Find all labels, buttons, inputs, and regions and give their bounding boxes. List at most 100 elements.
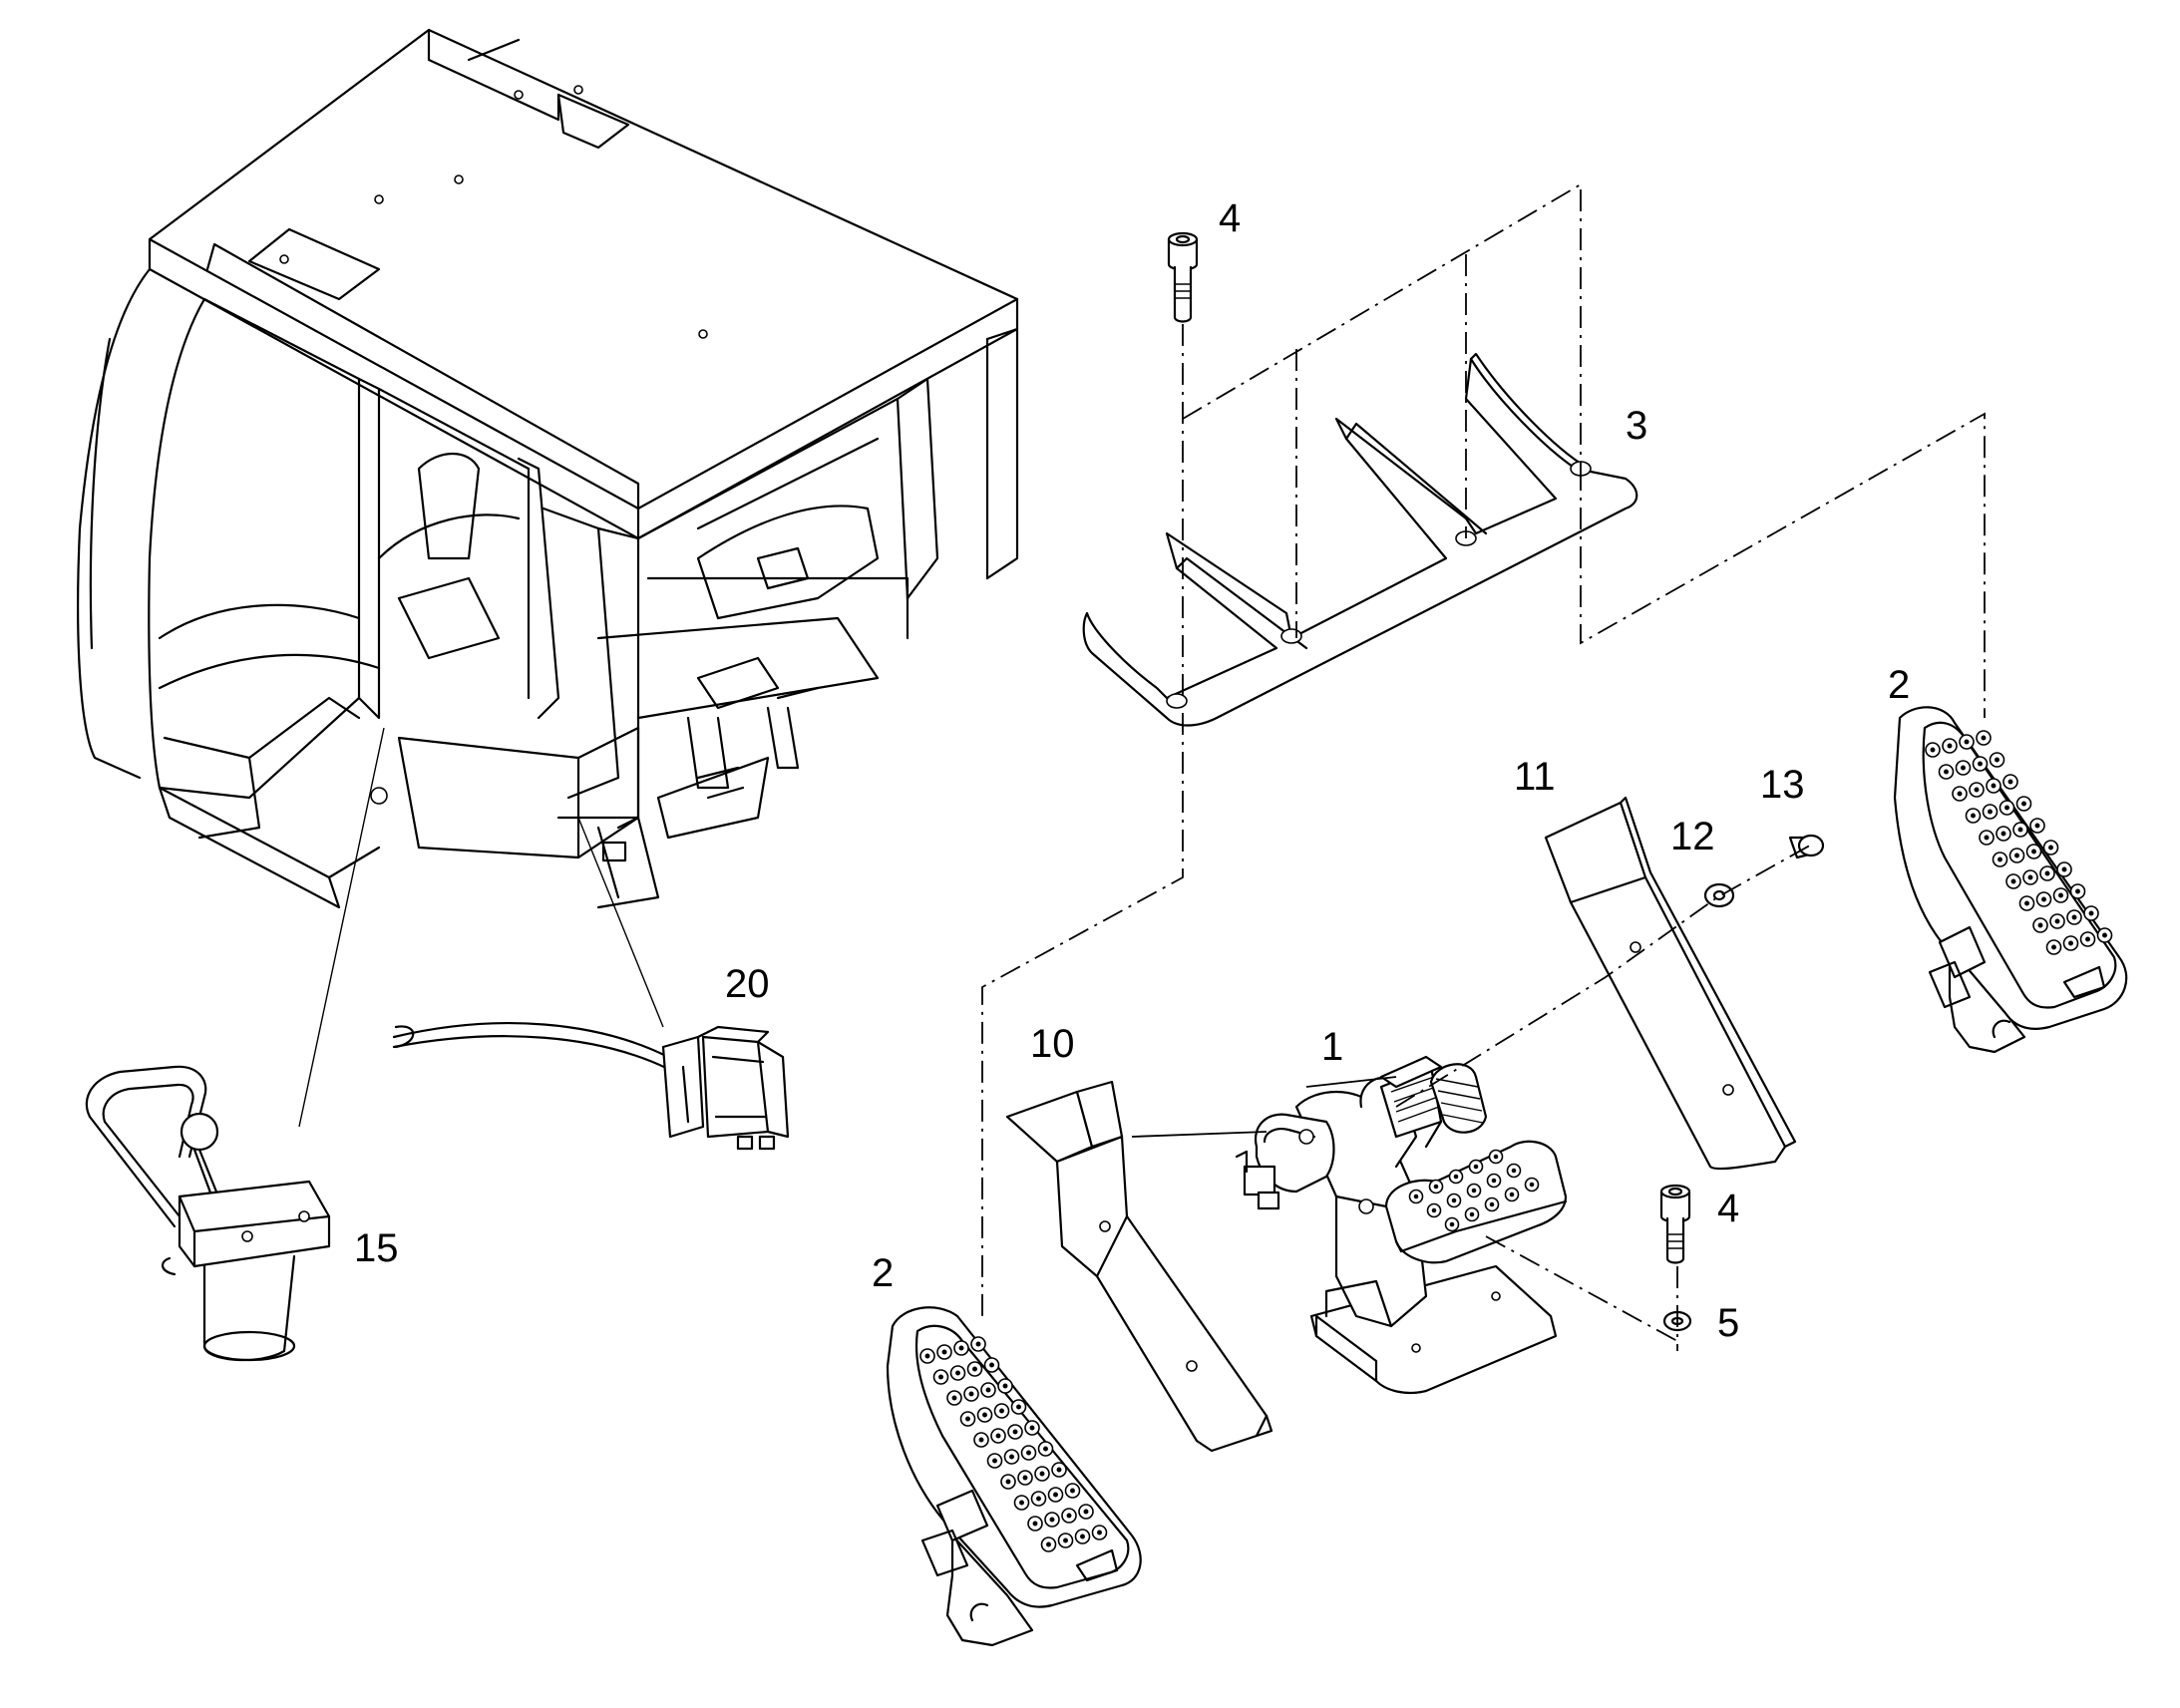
pedal-stud-center [1930, 747, 1936, 753]
cab-assembly [77, 28, 1019, 1128]
pedal-stud-center [2034, 823, 2040, 829]
pedal-stud-center [1413, 1194, 1419, 1199]
pedal-stud-center [2027, 874, 2033, 880]
label-bracket-10: 10 [1030, 1022, 1075, 1066]
label-harness-20: 20 [725, 962, 770, 1006]
pedal-stud-center [1046, 1541, 1051, 1547]
pedal-stud-center [1036, 1496, 1041, 1502]
bolt-lower [1659, 1184, 1691, 1264]
pedal-stud-center [1947, 743, 1953, 749]
pedal-stud-center [938, 1374, 943, 1380]
pedal-stud-center [1066, 1513, 1072, 1519]
pedal-left [886, 1306, 1142, 1647]
label-bracket-11: 11 [1514, 755, 1556, 799]
washer-12 [1703, 882, 1735, 908]
pedal-stud-center [1097, 1530, 1102, 1536]
pedal-stud-center [1012, 1429, 1018, 1435]
pedal-stud-center [965, 1416, 970, 1422]
pedal-stud-center [1988, 809, 1993, 815]
pedal-stud-center [1491, 1178, 1497, 1184]
pedal-stud-center [2061, 866, 2067, 872]
pedal-stud-center [1043, 1446, 1048, 1452]
pedal-stud-center [1974, 787, 1980, 793]
wiring-harness [392, 1022, 790, 1151]
pedal-stud-center [2017, 827, 2023, 833]
pedal-unit-1-studs [1408, 1149, 1540, 1232]
pedal-stud-center [2004, 805, 2009, 811]
pedal-stud-center [1493, 1154, 1499, 1160]
pedal-stud-center [955, 1370, 960, 1376]
pedal-stud-center [1471, 1188, 1477, 1194]
pedal-stud-center [2068, 940, 2073, 946]
pedal-stud-center [982, 1412, 987, 1418]
bolt-top [1167, 231, 1199, 323]
pedal-stud-center [951, 1395, 957, 1401]
pedal-stud-center [1451, 1197, 1457, 1203]
pedal-stud-center [1063, 1537, 1068, 1543]
pedal-stud-center [2051, 944, 2056, 950]
bracket-11 [1544, 796, 1797, 1171]
pedal-stud-center [1984, 835, 1990, 841]
pedal-stud-center [2058, 892, 2063, 898]
pedal-stud-center [1991, 783, 1997, 789]
pedal-stud-center [2024, 900, 2029, 906]
pedal-stud-center [999, 1408, 1004, 1414]
pedal-stud-center [1431, 1207, 1437, 1213]
label-washer-5: 5 [1717, 1301, 1739, 1345]
pedal-stud-center [1978, 761, 1983, 767]
pedal-stud-center [1473, 1164, 1479, 1170]
label-joystick-15: 15 [354, 1226, 399, 1270]
label-pedal-unit-1: 1 [1321, 1025, 1343, 1069]
pedal-stud-center [2075, 888, 2080, 894]
pedal-left-studs [919, 1336, 1108, 1552]
label-bolt-4-lower: 4 [1717, 1187, 1739, 1230]
pedal-stud-center [1489, 1201, 1495, 1207]
pedal-stud-center [992, 1458, 997, 1464]
pedal-stud-center [1026, 1450, 1031, 1456]
pedal-stud-center [1453, 1174, 1459, 1180]
pedal-stud-center [2102, 932, 2107, 938]
pedal-stud-center [1019, 1500, 1024, 1506]
bracket-10 [1005, 1080, 1273, 1453]
pedal-stud-center [1433, 1184, 1439, 1190]
pedal-stud-center [2071, 914, 2077, 920]
pedal-stud-center [989, 1362, 994, 1368]
pedal-stud-center [2000, 831, 2006, 837]
pedal-stud-center [1971, 813, 1976, 819]
pedal-stud-center [972, 1366, 977, 1372]
pedal-stud-center [1029, 1425, 1035, 1431]
pedal-stud-center [2085, 936, 2090, 942]
pedal-unit-1 [1235, 1055, 1568, 1395]
pedal-stud-center [2041, 896, 2046, 902]
pedal-stud-center [2088, 910, 2094, 916]
pedal-stud-center [958, 1345, 964, 1351]
label-plate-3: 3 [1626, 404, 1647, 448]
pedal-stud-center [1995, 757, 1999, 763]
pedal-right [1893, 706, 2128, 1054]
pedal-stud-center [1511, 1168, 1517, 1174]
pedal-stud-center [995, 1433, 1001, 1439]
pedal-stud-center [2044, 870, 2050, 876]
pedal-stud-center [1056, 1467, 1062, 1473]
pedal-mounting-plate [1082, 352, 1638, 727]
pedal-stud-center [1039, 1471, 1045, 1477]
pedal-stud-center [1998, 856, 2002, 862]
pedal-right-studs [1925, 730, 2113, 955]
callout-labels: 4 3 2 11 13 12 20 10 1 15 4 5 2 [354, 196, 1910, 1345]
pedal-stud-center [1002, 1383, 1008, 1389]
pedal-stud-center [968, 1391, 974, 1397]
pedal-stud-center [2048, 845, 2053, 851]
label-bolt-4-top: 4 [1219, 196, 1241, 240]
pedal-stud-center [1981, 735, 1987, 741]
label-bolt-13: 13 [1760, 763, 1805, 807]
bolt-13 [1788, 834, 1825, 859]
pedal-stud-center [1032, 1521, 1038, 1527]
pedal-stud-center [924, 1353, 930, 1359]
pedal-stud-center [2014, 853, 2019, 858]
pedal-stud-center [1022, 1475, 1028, 1481]
pedal-stud-center [2031, 849, 2036, 854]
pedal-stud-center [1005, 1479, 1011, 1485]
alignment-lines [981, 182, 1986, 1351]
pedal-stud-center [1009, 1454, 1014, 1460]
